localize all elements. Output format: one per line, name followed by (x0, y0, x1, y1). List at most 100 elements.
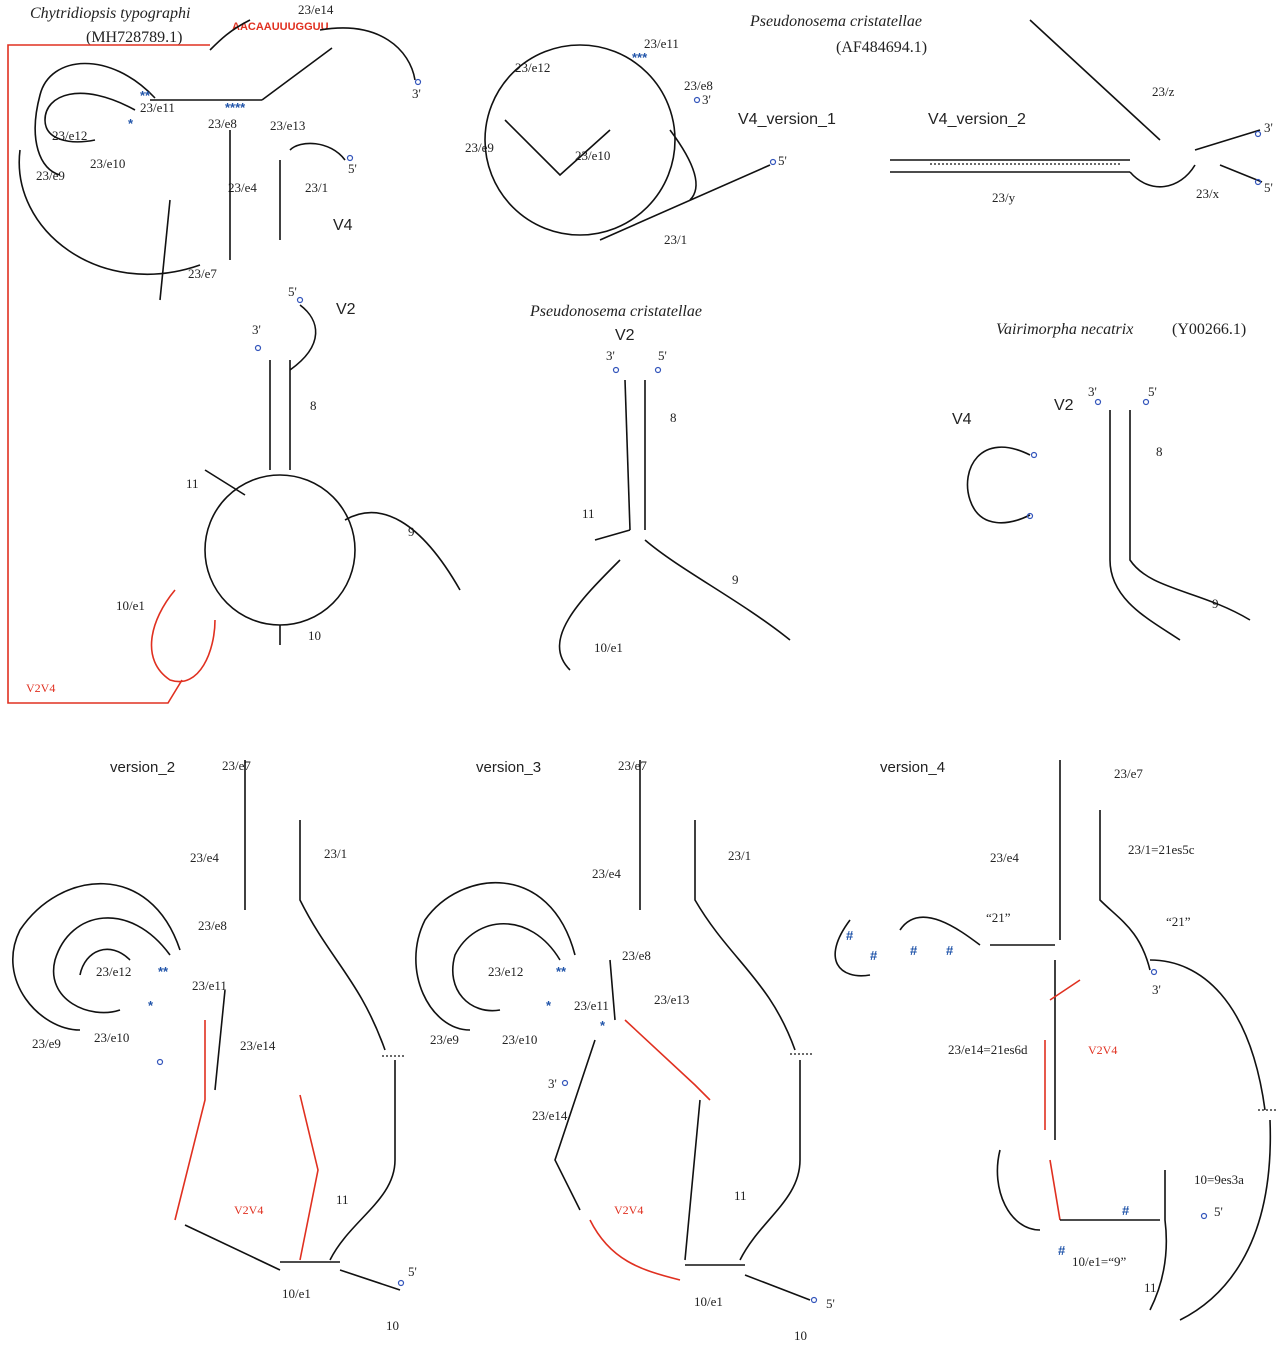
panel-v4-version-2: V4_version_2 23/z 23/y 23/x 5' 3' (890, 20, 1273, 205)
label-vn-v4: V4 (952, 411, 972, 428)
v3b-v2v4: V2V4 (614, 1203, 643, 1217)
pn-big-loop (485, 45, 675, 235)
v4b-n-arc-2 (1180, 1120, 1270, 1320)
label-23-e13: 23/e13 (270, 118, 305, 133)
five-prime-marker (348, 156, 353, 161)
label-pn-23-1: 23/1 (664, 232, 687, 247)
v2b-23-1: 23/1 (324, 846, 347, 861)
v2b-23-e7: 23/e7 (222, 758, 251, 773)
e14-tail (320, 28, 415, 80)
v2b-23-e12: 23/e12 (96, 964, 131, 979)
label-23-e10: 23/e10 (90, 156, 125, 171)
label-pn-8: 8 (670, 410, 677, 425)
vn-v2-three (1096, 400, 1101, 405)
v2v4-frame (8, 45, 210, 703)
v3b-23-e4: 23/e4 (592, 866, 621, 881)
v3b-red-bottom (590, 1220, 680, 1280)
pn-v2-five-marker (656, 368, 661, 373)
pn-five-marker (771, 160, 776, 165)
v4b-21-left: “21” (986, 910, 1011, 925)
pn-stars: *** (632, 50, 648, 65)
five-prime-v4v2: 5' (1264, 180, 1273, 195)
five-prime-v2: 5' (288, 284, 297, 299)
v2b-23-e10: 23/e10 (94, 1030, 129, 1045)
accession-vairimorpha: (Y00266.1) (1172, 321, 1246, 338)
v3b-23-e13: 23/e13 (654, 992, 689, 1007)
v4b-23-e14-21es6d: 23/e14=21es6d (948, 1042, 1028, 1057)
v4b-hash-4: # (946, 943, 954, 958)
five-prime-pn-v2: 5' (658, 348, 667, 363)
accession-chytridiopsis: (MH728789.1) (86, 29, 182, 46)
v4b-five-marker (1202, 1214, 1207, 1219)
v2b-n-stem (330, 1060, 395, 1260)
three-prime-marker (416, 80, 421, 85)
accession-pseudonosema: (AF484694.1) (836, 39, 927, 56)
star-e13: **** (225, 100, 246, 115)
multibranch-loop (205, 475, 355, 625)
v2b-bottom-line (185, 1225, 280, 1270)
pn-v2-stem-11 (595, 530, 630, 540)
label-pn-9: 9 (732, 572, 739, 587)
v3b-23-e7: 23/e7 (618, 758, 647, 773)
v3b-three-marker (563, 1081, 568, 1086)
label-v4: V4 (333, 217, 353, 234)
v4v2-three-marker (1256, 132, 1261, 137)
v2b-23-e9: 23/e9 (32, 1036, 61, 1051)
v3b-red-line (625, 1020, 710, 1100)
v2b-23-e14: 23/e14 (240, 1038, 276, 1053)
stem9 (345, 513, 460, 590)
pn-three-marker (695, 98, 700, 103)
species-pseudonosema-top: Pseudonosema cristatellae (749, 13, 922, 30)
v4b-v2v4: V2V4 (1088, 1043, 1117, 1057)
panel-version-2: version_2 23/e7 23/e4 23/1 23/e8 23/e12 … (13, 758, 417, 1333)
v3b-23-e14: 23/e14 (532, 1108, 568, 1123)
title-version-2: version_2 (110, 759, 175, 776)
v3b-10-stem (745, 1275, 810, 1300)
v4b-21-right: “21” (1166, 914, 1191, 929)
label-23-y: 23/y (992, 190, 1016, 205)
v3b-23-1: 23/1 (728, 848, 751, 863)
v2b-23-e4: 23/e4 (190, 850, 219, 865)
v3b-star: * (546, 998, 552, 1013)
v4b-hash-5: # (1122, 1203, 1130, 1218)
v4b-three-marker (1152, 970, 1157, 975)
v2-three-marker (256, 346, 261, 351)
v3b-five-prime: 5' (826, 1296, 835, 1311)
label-v2v4: V2V4 (26, 681, 55, 695)
panel-version-4: version_4 23/e7 23/e4 23/1=21es5c “21” “… (835, 759, 1278, 1320)
v4b-11: 11 (1144, 1280, 1157, 1295)
v3b-10-e1: 10/e1 (694, 1294, 723, 1309)
species-pseudonosema-v2: Pseudonosema cristatellae (529, 303, 702, 320)
v4b-23-e7: 23/e7 (1114, 766, 1143, 781)
v3b-10: 10 (794, 1328, 807, 1343)
pn-v2-three-marker (614, 368, 619, 373)
v4v2-23-z-stem (1030, 20, 1160, 140)
v3b-three-prime: 3' (548, 1076, 557, 1091)
red-10-e1 (151, 590, 215, 682)
v2b-red-line (175, 1020, 205, 1220)
v2b-e14-stem (215, 990, 225, 1090)
v2b-five-marker (399, 1281, 404, 1286)
label-pn-23-e11: 23/e11 (644, 36, 679, 51)
v4b-n-arc (1150, 960, 1265, 1110)
v2b-10: 10 (386, 1318, 399, 1333)
v4v2-tail-3 (1195, 130, 1260, 150)
label-10-e1: 10/e1 (116, 598, 145, 613)
v4b-hash-1: # (846, 928, 854, 943)
star-e12: * (128, 116, 134, 131)
v3b-outer-arc (416, 883, 575, 1030)
v2b-red-line-2 (300, 1095, 318, 1260)
v4b-23-1-21es5c: 23/1=21es5c (1128, 842, 1195, 857)
label-10: 10 (308, 628, 321, 643)
v2b-three-marker (158, 1060, 163, 1065)
three-prime-pn-v2: 3' (606, 348, 615, 363)
label-pn-10-e1: 10/e1 (594, 640, 623, 655)
v2b-10-e1: 10/e1 (282, 1286, 311, 1301)
pn-right-stem (670, 130, 696, 200)
label-23-1: 23/1 (305, 180, 328, 195)
label-pn-23-e10: 23/e10 (575, 148, 610, 163)
v2b-outer-arc (13, 884, 180, 1030)
v3b-stars: ** (556, 964, 567, 979)
